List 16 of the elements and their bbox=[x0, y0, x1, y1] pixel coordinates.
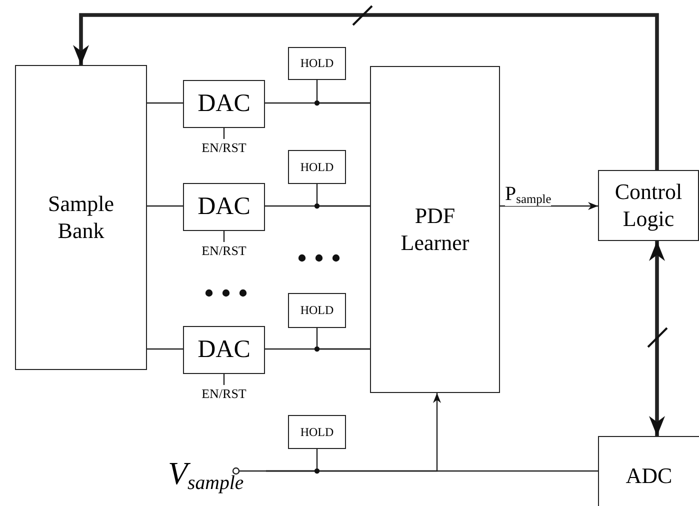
process-box: ADC bbox=[598, 436, 699, 506]
signal-label: EN/RST bbox=[186, 242, 262, 259]
signal-label: EN/RST bbox=[186, 385, 262, 402]
process-box: HOLD bbox=[288, 150, 346, 184]
process-box: PDF Learner bbox=[370, 66, 500, 393]
process-box: DAC bbox=[183, 183, 265, 231]
input-terminal-label: V$_{sample}$ bbox=[168, 448, 266, 502]
process-box: HOLD bbox=[288, 293, 346, 328]
process-box: HOLD bbox=[288, 47, 346, 80]
process-box: DAC bbox=[183, 326, 265, 374]
process-box: HOLD bbox=[288, 415, 346, 449]
process-box: DAC bbox=[183, 80, 265, 128]
process-box: Sample Bank bbox=[15, 65, 147, 370]
signal-label: EN/RST bbox=[186, 139, 262, 156]
process-box: Control Logic bbox=[598, 170, 699, 241]
edge-label: P$_{sample}$ bbox=[505, 184, 552, 206]
